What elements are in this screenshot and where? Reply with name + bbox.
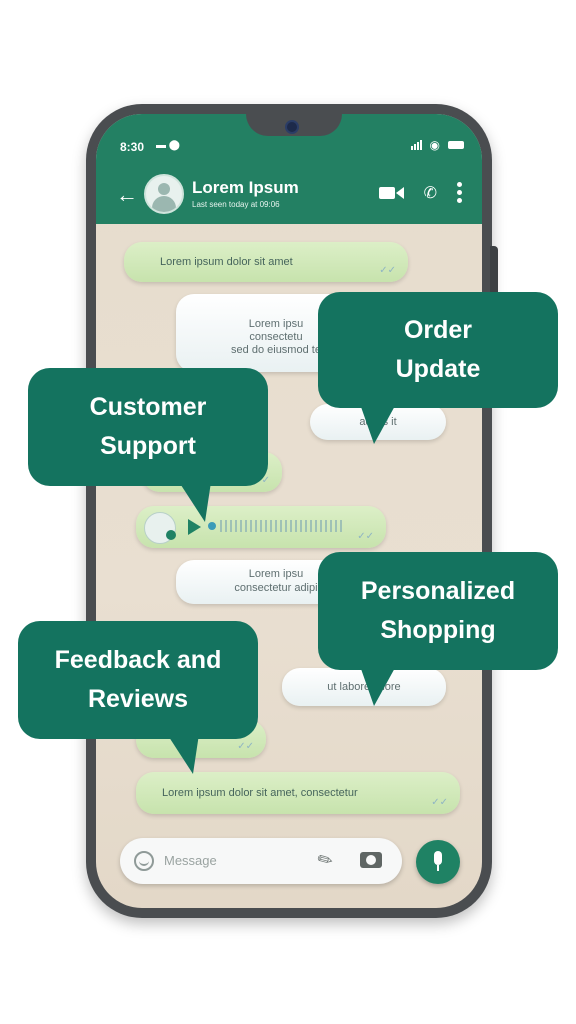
read-ticks-icon: ✓✓	[237, 741, 254, 752]
voice-record-button[interactable]	[416, 840, 460, 884]
message-bubble[interactable]: Lorem ipsum dolor sit amet, consectetur …	[136, 772, 460, 814]
message-text-line: consectetur adipi	[234, 581, 318, 594]
read-ticks-icon: ✓✓	[379, 265, 396, 276]
microphone-icon	[434, 851, 442, 865]
playback-position-dot[interactable]	[208, 522, 216, 530]
callout-tail	[360, 404, 396, 444]
back-arrow-icon[interactable]: ←	[116, 182, 138, 207]
callout-tail	[360, 666, 396, 706]
contact-avatar[interactable]	[144, 174, 184, 214]
video-call-icon[interactable]	[378, 186, 404, 199]
last-seen-text: Last seen today at 09:06	[192, 200, 280, 209]
message-bubble[interactable]: Lorem ipsum dolor sit amet ✓✓	[124, 242, 408, 282]
message-bubble[interactable]: Lorem ipsu consectetu sed do eiusmod te	[176, 294, 376, 372]
emoji-icon[interactable]	[134, 851, 154, 871]
status-time: 8:30	[120, 140, 145, 154]
attachment-icon[interactable]: ✎	[313, 847, 337, 873]
notification-icons: ▬ ⬤	[156, 140, 180, 151]
callout-text: Customer Support	[89, 393, 207, 460]
mic-badge-icon	[166, 530, 176, 540]
read-ticks-icon: ✓✓	[357, 531, 374, 542]
play-icon[interactable]	[188, 519, 201, 535]
signal-icon	[410, 140, 422, 150]
phone-call-icon[interactable]: ✆	[423, 184, 437, 202]
status-icons: ◉	[410, 138, 464, 152]
message-text-line: sed do eiusmod te	[231, 344, 321, 357]
message-text-line: consectetu	[249, 331, 303, 344]
phone-side-button	[490, 246, 498, 310]
callout-feedback-reviews: Feedback and Reviews	[18, 621, 258, 739]
message-input[interactable]: Message	[164, 853, 217, 868]
message-text-line: Lorem ipsu	[248, 568, 304, 580]
contact-name[interactable]: Lorem Ipsum	[192, 178, 299, 197]
message-text-line: Lorem ipsu	[248, 318, 304, 330]
more-options-icon[interactable]	[457, 182, 462, 203]
chat-header: 8:30 ▬ ⬤ ◉ ← Lorem Ipsum Last seen today…	[96, 114, 482, 224]
message-text: Lorem ipsum dolor sit amet	[160, 256, 293, 268]
read-ticks-icon: ✓✓	[431, 797, 448, 808]
camera-icon[interactable]	[360, 852, 382, 868]
message-input-bar[interactable]: Message ✎	[120, 838, 402, 884]
callout-order-update: Order Update	[318, 292, 558, 408]
chat-screen: 8:30 ▬ ⬤ ◉ ← Lorem Ipsum Last seen today…	[96, 114, 482, 908]
callout-customer-support: Customer Support	[28, 368, 268, 486]
callout-text: Order Update	[395, 316, 481, 383]
audio-waveform[interactable]	[220, 520, 344, 532]
read-ticks-icon: ✓✓	[253, 475, 270, 486]
callout-text: Feedback and Reviews	[54, 646, 222, 713]
message-text: Lorem ipsum dolor sit amet, consectetur	[162, 787, 358, 799]
battery-icon	[448, 141, 464, 149]
callout-text: Personalized Shopping	[360, 577, 516, 644]
wifi-icon: ◉	[429, 138, 440, 152]
callout-personalized-shopping: Personalized Shopping	[318, 552, 558, 670]
header-actions: ✆	[378, 182, 462, 203]
voice-message-bubble[interactable]: ✓✓	[136, 506, 386, 548]
front-camera	[285, 120, 299, 134]
